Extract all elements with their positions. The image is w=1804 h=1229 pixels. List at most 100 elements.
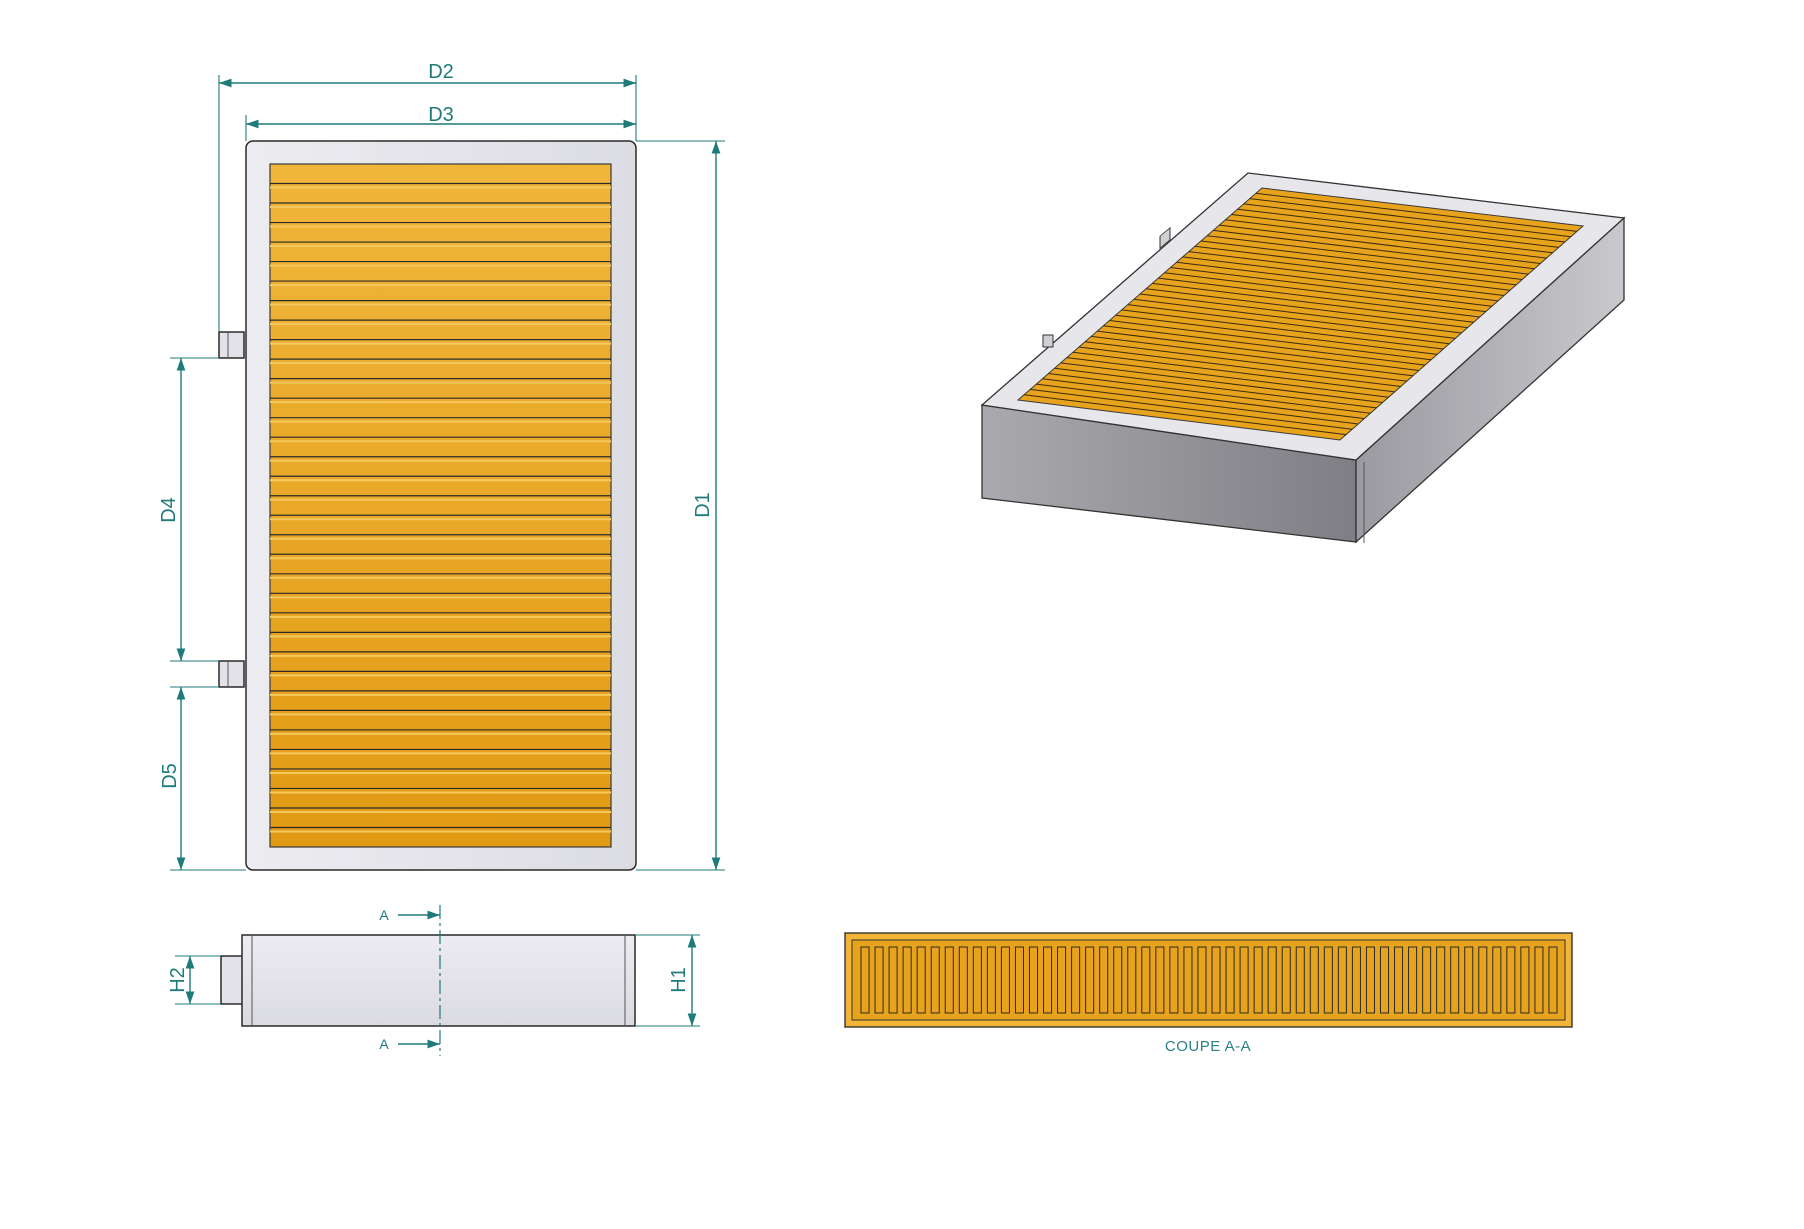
iso-media bbox=[1016, 187, 1585, 441]
section-pleat bbox=[1183, 946, 1193, 1014]
section-pleat bbox=[1323, 946, 1333, 1014]
section-pleat bbox=[1000, 946, 1010, 1014]
section-pleat bbox=[1337, 946, 1347, 1014]
section-pleat bbox=[1506, 946, 1516, 1014]
iso-pleat-line bbox=[1188, 251, 1511, 291]
iso-pleat-line bbox=[1042, 378, 1365, 420]
side-view-dimensions: H1 H2 bbox=[167, 934, 700, 1027]
section-pleat bbox=[1422, 946, 1432, 1014]
iso-pleat-line bbox=[1139, 293, 1462, 334]
section-pleat bbox=[1267, 946, 1277, 1014]
section-pleat bbox=[1436, 946, 1446, 1014]
iso-pleat-line bbox=[1036, 383, 1359, 425]
mounting-tab-upper bbox=[218, 331, 245, 359]
iso-pleat-line bbox=[1249, 198, 1571, 238]
front-view bbox=[218, 140, 637, 871]
section-pleat bbox=[1014, 946, 1024, 1014]
section-pleat bbox=[944, 946, 954, 1014]
section-mark-top: A bbox=[379, 907, 389, 923]
section-pleat bbox=[1113, 946, 1123, 1014]
section-pleat bbox=[902, 946, 912, 1014]
iso-pleat-line bbox=[1225, 219, 1547, 259]
iso-pleat-line bbox=[1054, 367, 1377, 409]
section-pleat bbox=[1379, 946, 1390, 1014]
d3-label: D3 bbox=[428, 104, 454, 126]
iso-pleat-line bbox=[1048, 373, 1371, 414]
section-pleat bbox=[1225, 946, 1235, 1014]
d2-label: D2 bbox=[428, 61, 454, 83]
side-view: A A bbox=[220, 905, 636, 1056]
section-pleat bbox=[1351, 946, 1361, 1014]
section-pleat bbox=[1295, 946, 1305, 1014]
section-pleat bbox=[1492, 946, 1502, 1014]
iso-pleat-line bbox=[1109, 320, 1432, 361]
iso-pleat-line bbox=[1115, 314, 1438, 355]
iso-pleat-line bbox=[1182, 256, 1505, 297]
section-pleat bbox=[1197, 946, 1207, 1014]
section-pleat bbox=[1534, 946, 1544, 1014]
iso-pleat-line bbox=[1103, 325, 1426, 366]
iso-pleat-line bbox=[1127, 304, 1450, 345]
iso-pleat-line bbox=[1237, 208, 1559, 248]
h2-label: H2 bbox=[167, 967, 189, 993]
section-pleat bbox=[1099, 946, 1109, 1014]
section-pleat bbox=[1450, 946, 1460, 1014]
iso-tab-1 bbox=[1159, 226, 1171, 250]
iso-pleat-line bbox=[1060, 362, 1383, 404]
section-pleat bbox=[1141, 946, 1151, 1014]
d1-label: D1 bbox=[692, 492, 714, 518]
iso-pleat-line bbox=[1030, 388, 1353, 430]
iso-pleat-line bbox=[1121, 309, 1444, 350]
section-pleat bbox=[1211, 946, 1221, 1014]
section-pleat bbox=[1520, 946, 1530, 1014]
section-pleat bbox=[1281, 946, 1291, 1014]
iso-pleat-line bbox=[1078, 346, 1401, 387]
iso-pleat-line bbox=[1231, 214, 1553, 254]
iso-pleat-line bbox=[1219, 224, 1541, 264]
section-pleat bbox=[1408, 946, 1418, 1014]
section-pleat bbox=[930, 946, 940, 1014]
section-pleats bbox=[860, 946, 1558, 1014]
front-view-dimensions: D2 D3 D1 D4 D5 bbox=[158, 61, 725, 871]
section-pleat bbox=[1548, 946, 1558, 1014]
iso-pleat-line bbox=[1200, 240, 1523, 280]
section-pleat bbox=[958, 946, 968, 1014]
iso-pleat-line bbox=[1255, 192, 1577, 232]
section-caption: COUPE A-A bbox=[1165, 1038, 1251, 1055]
iso-pleat-line bbox=[1207, 235, 1529, 275]
section-pleat bbox=[860, 946, 870, 1014]
iso-pleat-line bbox=[1164, 272, 1486, 313]
section-pleat bbox=[1085, 946, 1095, 1014]
section-pleat bbox=[874, 946, 884, 1014]
iso-tab-2 bbox=[1042, 334, 1054, 348]
section-pleat bbox=[986, 946, 996, 1014]
section-pleat bbox=[1028, 946, 1039, 1014]
section-pleat bbox=[916, 946, 926, 1014]
iso-pleat-line bbox=[1085, 341, 1407, 382]
section-pleat bbox=[1309, 946, 1319, 1014]
section-pleat bbox=[1071, 946, 1081, 1014]
section-pleat bbox=[1464, 946, 1474, 1014]
section-pleat bbox=[1239, 946, 1249, 1014]
d4-label: D4 bbox=[158, 497, 180, 523]
section-pleat bbox=[1478, 946, 1488, 1014]
iso-pleat-line bbox=[1146, 288, 1468, 329]
section-view: COUPE A-A bbox=[844, 932, 1573, 1055]
iso-pleat-line bbox=[1152, 282, 1474, 323]
iso-pleat-line bbox=[1066, 357, 1389, 398]
section-pleat bbox=[972, 946, 982, 1014]
h1-label: H1 bbox=[668, 967, 690, 993]
iso-pleat-line bbox=[1097, 330, 1420, 371]
isometric-view bbox=[980, 172, 1626, 544]
section-pleat bbox=[1057, 946, 1067, 1014]
iso-pleat-line bbox=[1176, 261, 1499, 302]
iso-pleat-line bbox=[1213, 229, 1535, 270]
iso-pleat-line bbox=[1133, 298, 1456, 339]
section-pleat bbox=[1169, 946, 1179, 1014]
d5-label: D5 bbox=[159, 763, 181, 789]
section-pleat bbox=[1365, 946, 1375, 1014]
iso-pleat-line bbox=[1243, 203, 1565, 243]
side-frame bbox=[241, 934, 636, 1027]
section-pleat bbox=[1253, 946, 1263, 1014]
